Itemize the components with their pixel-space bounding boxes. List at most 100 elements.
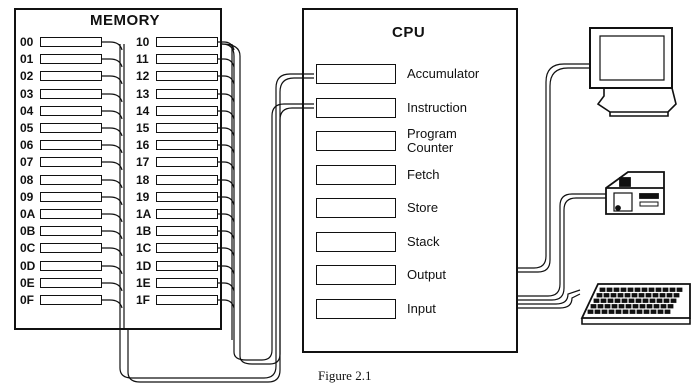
memory-cell [156, 157, 218, 167]
memory-cell [40, 192, 102, 202]
keyboard-key [621, 298, 628, 303]
keyboard-key [639, 304, 646, 309]
keyboard-key [660, 304, 667, 309]
memory-tap-wire [102, 110, 123, 120]
keyboard-key [610, 293, 617, 298]
register-box [316, 131, 396, 151]
memory-cell [156, 192, 218, 202]
keyboard-key [596, 293, 603, 298]
keyboard-key [594, 309, 601, 314]
keyboard-key [606, 287, 613, 292]
keyboard-key [593, 298, 600, 303]
memory-address-label: 04 [20, 104, 34, 118]
memory-address-label: 1C [136, 241, 152, 255]
memory-tap-wire [102, 127, 123, 137]
memory-cell [40, 226, 102, 236]
keyboard-key [604, 304, 611, 309]
keyboard-key [663, 298, 670, 303]
keyboard-key [673, 293, 680, 298]
memory-cell [156, 123, 218, 133]
keyboard-key [659, 293, 666, 298]
register-label: Stack [407, 234, 440, 249]
cpu-to-peripherals-bus [518, 63, 606, 309]
register-label: Store [407, 200, 439, 215]
register-label: Instruction [407, 100, 467, 115]
memory-cell [156, 209, 218, 219]
keyboard-key [600, 298, 607, 303]
memory-address-label: 17 [136, 155, 150, 169]
keyboard-key [635, 298, 642, 303]
memory-tap-wire [102, 179, 123, 189]
memory-cell [40, 209, 102, 219]
memory-address-label: 15 [136, 121, 150, 135]
figure-caption: Figure 2.1 [318, 368, 372, 383]
keyboard-key [667, 304, 674, 309]
memory-address-label: 18 [136, 173, 150, 187]
keyboard-key [632, 304, 639, 309]
disk-drive-icon [605, 171, 665, 215]
register-box [316, 198, 396, 218]
keyboard-key [587, 309, 594, 314]
memory-cell [156, 243, 218, 253]
memory-cell [156, 175, 218, 185]
memory-tap-wire [102, 41, 123, 51]
keyboard-key [601, 309, 608, 314]
keyboard-key [641, 287, 648, 292]
memory-cell [156, 295, 218, 305]
memory-tap-wire [102, 213, 123, 223]
memory-address-label: 0C [20, 241, 36, 255]
keyboard-key [653, 304, 660, 309]
memory-title: MEMORY [90, 12, 160, 29]
keyboard-key [642, 298, 649, 303]
memory-cell [156, 226, 218, 236]
memory-address-label: 01 [20, 52, 34, 66]
keyboard-key [590, 304, 597, 309]
keyboard-key [676, 287, 683, 292]
keyboard-key [664, 309, 671, 314]
memory-tap-wire [102, 75, 123, 85]
memory-tap-wire [102, 161, 123, 171]
keyboard-key [657, 309, 664, 314]
keyboard-key [620, 287, 627, 292]
memory-address-label: 08 [20, 173, 34, 187]
memory-cell [40, 140, 102, 150]
keyboard-key [607, 298, 614, 303]
keyboard-key [627, 287, 634, 292]
register-label: Output [407, 267, 447, 282]
register-box [316, 265, 396, 285]
memory-address-label: 1A [136, 207, 152, 221]
keyboard-key [636, 309, 643, 314]
keyboard-key [608, 309, 615, 314]
memory-address-label: 0E [20, 276, 35, 290]
memory-cell [40, 175, 102, 185]
keyboard-key [631, 293, 638, 298]
memory-address-label: 03 [20, 87, 34, 101]
memory-address-label: 05 [20, 121, 34, 135]
keyboard-key [629, 309, 636, 314]
keyboard-key [615, 309, 622, 314]
keyboard-key [648, 287, 655, 292]
keyboard-key [625, 304, 632, 309]
register-box [316, 299, 396, 319]
memory-address-label: 1B [136, 224, 152, 238]
keyboard-key [662, 287, 669, 292]
keyboard-key [638, 293, 645, 298]
memory-cell [40, 54, 102, 64]
memory-cell [156, 140, 218, 150]
memory-cell [40, 37, 102, 47]
memory-to-cpu-bus [119, 43, 314, 383]
memory-address-label: 02 [20, 69, 34, 83]
memory-address-label: 13 [136, 87, 150, 101]
memory-address-label: 00 [20, 35, 34, 49]
register-box [316, 232, 396, 252]
memory-address-label: 0F [20, 293, 35, 307]
memory-cell [156, 71, 218, 81]
keyboard-key [634, 287, 641, 292]
memory-cell [156, 54, 218, 64]
keyboard-key [652, 293, 659, 298]
keyboard-key [670, 298, 677, 303]
memory-address-label: 19 [136, 190, 150, 204]
register-box [316, 64, 396, 84]
register-box [316, 165, 396, 185]
keyboard-key [643, 309, 650, 314]
